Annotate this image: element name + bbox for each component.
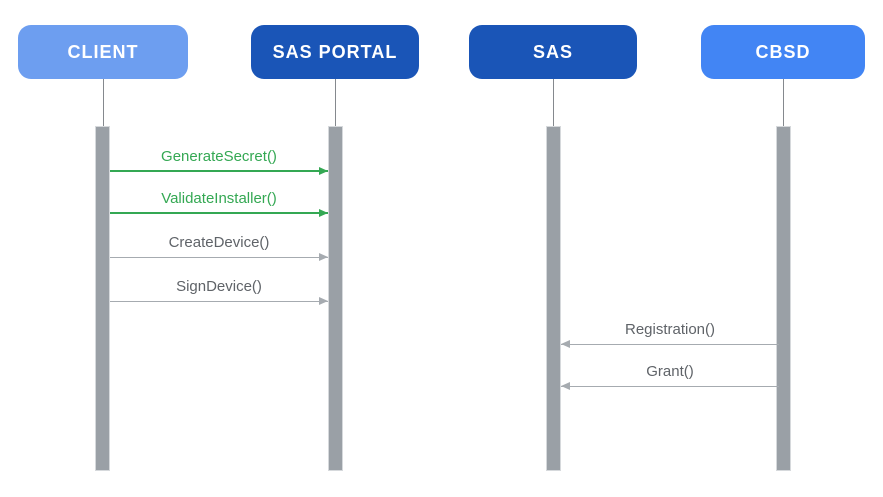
arrow-head-icon — [561, 340, 570, 348]
arrow-head-icon — [561, 382, 570, 390]
message-label: CreateDevice() — [168, 234, 270, 251]
arrow-line — [110, 256, 328, 258]
activation-bar-cbsd — [776, 126, 791, 471]
message-registration: Registration() — [561, 321, 779, 348]
message-label: Registration() — [624, 321, 716, 338]
actor-box-sas-portal: SAS PORTAL — [251, 25, 419, 79]
lifeline-sas-portal — [335, 79, 336, 126]
arrow-line — [110, 212, 328, 214]
actor-box-sas: SAS — [469, 25, 637, 79]
message-generate-secret: GenerateSecret() — [110, 148, 328, 175]
activation-bar-sas-portal — [328, 126, 343, 471]
message-label: GenerateSecret() — [161, 148, 277, 165]
lifeline-cbsd — [783, 79, 784, 126]
message-label: SignDevice() — [176, 278, 262, 295]
lifeline-sas — [553, 79, 554, 126]
message-create-device: CreateDevice() — [110, 234, 328, 261]
arrow-head-icon — [319, 167, 328, 175]
message-sign-device: SignDevice() — [110, 278, 328, 305]
activation-bar-client — [95, 126, 110, 471]
arrow-head-icon — [319, 253, 328, 261]
arrow-head-icon — [319, 209, 328, 217]
actor-box-cbsd: CBSD — [701, 25, 865, 79]
arrow-head-icon — [319, 297, 328, 305]
message-label: ValidateInstaller() — [161, 190, 277, 207]
arrow-line — [110, 170, 328, 172]
actor-box-client: CLIENT — [18, 25, 188, 79]
activation-bar-sas — [546, 126, 561, 471]
message-validate-installer: ValidateInstaller() — [110, 190, 328, 217]
arrow-line — [561, 385, 779, 387]
lifeline-client — [103, 79, 104, 126]
arrow-line — [110, 300, 328, 302]
message-grant: Grant() — [561, 363, 779, 390]
message-label: Grant() — [646, 363, 694, 380]
arrow-line — [561, 343, 779, 345]
